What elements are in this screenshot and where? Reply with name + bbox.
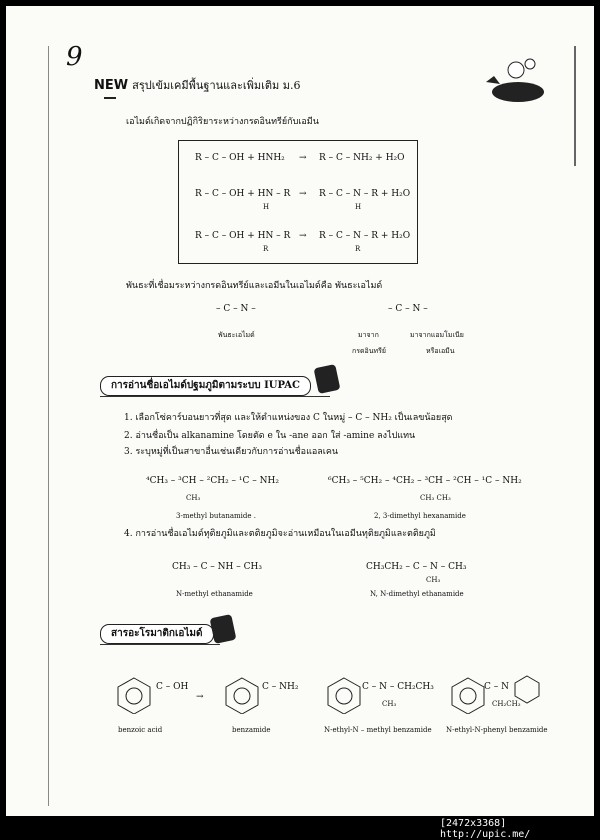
bond-formula-right: – C – N – xyxy=(388,304,428,314)
from-amine-label-2: หรือเอมีน xyxy=(426,347,455,355)
example-4-formula: CH₃CH₂ – C – N – CH₃ xyxy=(366,562,467,572)
reaction-3-left: R – C – OH + HN – R xyxy=(195,231,291,241)
rule-1: 1. เลือกโซ่คาร์บอนยาวที่สุด และให้ตำแหน่… xyxy=(124,413,453,423)
reaction-2-sub: H xyxy=(263,203,270,211)
rule-3: 3. ระบุหมู่ที่เป็นสาขาอื่นเช่นเดียวกับกา… xyxy=(124,447,339,457)
example-4-branch: CH₃ xyxy=(426,576,441,584)
compound-1-name: benzoic acid xyxy=(118,726,163,734)
reaction-1-left: R – C – OH + HNH₂ xyxy=(195,153,285,163)
reaction-2-rsub: H xyxy=(355,203,362,211)
header-title: สรุปเข้มเคมีพื้นฐานและเพิ่มเติม ม.6 xyxy=(132,79,301,92)
example-1-branch: CH₃ xyxy=(186,494,201,502)
example-1-formula: ⁴CH₃ – ³CH – ²CH₂ – ¹C – NH₂ xyxy=(146,476,279,486)
edge-mark xyxy=(574,46,576,166)
reaction-box: R – C – OH + HNH₂ → R – C – NH₂ + H₂O R … xyxy=(178,140,418,264)
example-3-formula: CH₃ – C – NH – CH₃ xyxy=(172,562,262,572)
rule-4: 4. การอ่านชื่อเอไมด์ทุติยภูมิและตติยภูมิ… xyxy=(124,529,436,539)
reaction-2-left: R – C – OH + HN – R xyxy=(195,189,291,199)
example-4-name: N, N-dimethyl ethanamide xyxy=(370,590,464,598)
benzene-ring-2 xyxy=(225,677,259,714)
compound-2-name: benzamide xyxy=(232,726,271,734)
section-aromatic-title: สารอะโรมาติกเอไมด์ xyxy=(100,624,214,644)
bond-caption: พันธะเอไมด์ xyxy=(218,331,255,339)
reaction-arrow: → xyxy=(299,153,307,163)
benzene-ring-3 xyxy=(327,677,361,714)
compound-1-group: C – OH xyxy=(156,682,189,692)
bond-text: พันธะที่เชื่อมระหว่างกรดอินทรีย์และเอมีน… xyxy=(126,281,383,291)
compound-2-group: C – NH₂ xyxy=(262,682,299,692)
compound-3-name: N-ethyl-N – methyl benzamide xyxy=(324,726,432,734)
bond-formula-left: – C – N – xyxy=(216,304,256,314)
header-dash xyxy=(104,97,116,99)
margin-line xyxy=(48,46,49,806)
rule-2: 2. อ่านชื่อเป็น alkanamine โดยตัด e ใน -… xyxy=(124,431,416,441)
reaction-3-right: R – C – N – R + H₂O xyxy=(319,231,411,241)
example-1-name: 3-methyl butanamide . xyxy=(176,512,256,520)
page-number: 9 xyxy=(66,42,83,72)
reaction-1-right: R – C – NH₂ + H₂O xyxy=(319,153,405,163)
from-acid-label-2: กรดอินทรีย์ xyxy=(352,347,387,355)
section-tag-icon xyxy=(313,363,341,395)
header-new: NEW xyxy=(94,78,129,93)
example-2-name: 2, 3-dimethyl hexanamide xyxy=(374,512,466,520)
section-tag-icon xyxy=(209,613,237,645)
from-acid-label: มาจาก xyxy=(358,331,379,339)
intro-text: เอไมด์เกิดจากปฏิกิริยาระหว่างกรดอินทรีย์… xyxy=(126,117,319,127)
reaction-2-right: R – C – N – R + H₂O xyxy=(319,189,411,199)
reaction-arrow: → xyxy=(299,189,307,199)
compound-4-sub: CH₂CH₃ xyxy=(492,700,521,708)
example-2-formula: ⁶CH₃ – ⁵CH₂ – ⁴CH₂ – ³CH – ²CH – ¹C – NH… xyxy=(328,476,522,486)
section-underline xyxy=(100,644,220,645)
example-3-name: N-methyl ethanamide xyxy=(176,590,253,598)
section-iupac-title: การอ่านชื่อเอไมด์ปฐมภูมิตามระบบ IUPAC xyxy=(100,376,311,396)
from-amine-label: มาจากแอมโมเนีย xyxy=(410,331,464,339)
reaction-arrow: → xyxy=(196,692,204,702)
section-underline xyxy=(100,396,330,397)
mascot-illustration xyxy=(486,58,544,102)
reaction-3-sub: R xyxy=(263,245,269,253)
reaction-3-rsub: R xyxy=(355,245,361,253)
benzene-ring-5 xyxy=(514,675,540,704)
compound-4-group: C – N xyxy=(484,682,509,692)
compound-4-name: N-ethyl-N-phenyl benzamide xyxy=(446,726,548,734)
compound-3-group: C – N – CH₂CH₃ xyxy=(362,682,434,692)
benzene-ring-4 xyxy=(451,677,485,714)
compound-3-sub: CH₃ xyxy=(382,700,397,708)
example-2-branch: CH₃ CH₃ xyxy=(420,494,451,502)
benzene-ring-1 xyxy=(117,677,151,714)
reaction-arrow: → xyxy=(299,231,307,241)
image-source-footer: [2472x3368] http://upic.me/ xyxy=(440,818,531,840)
